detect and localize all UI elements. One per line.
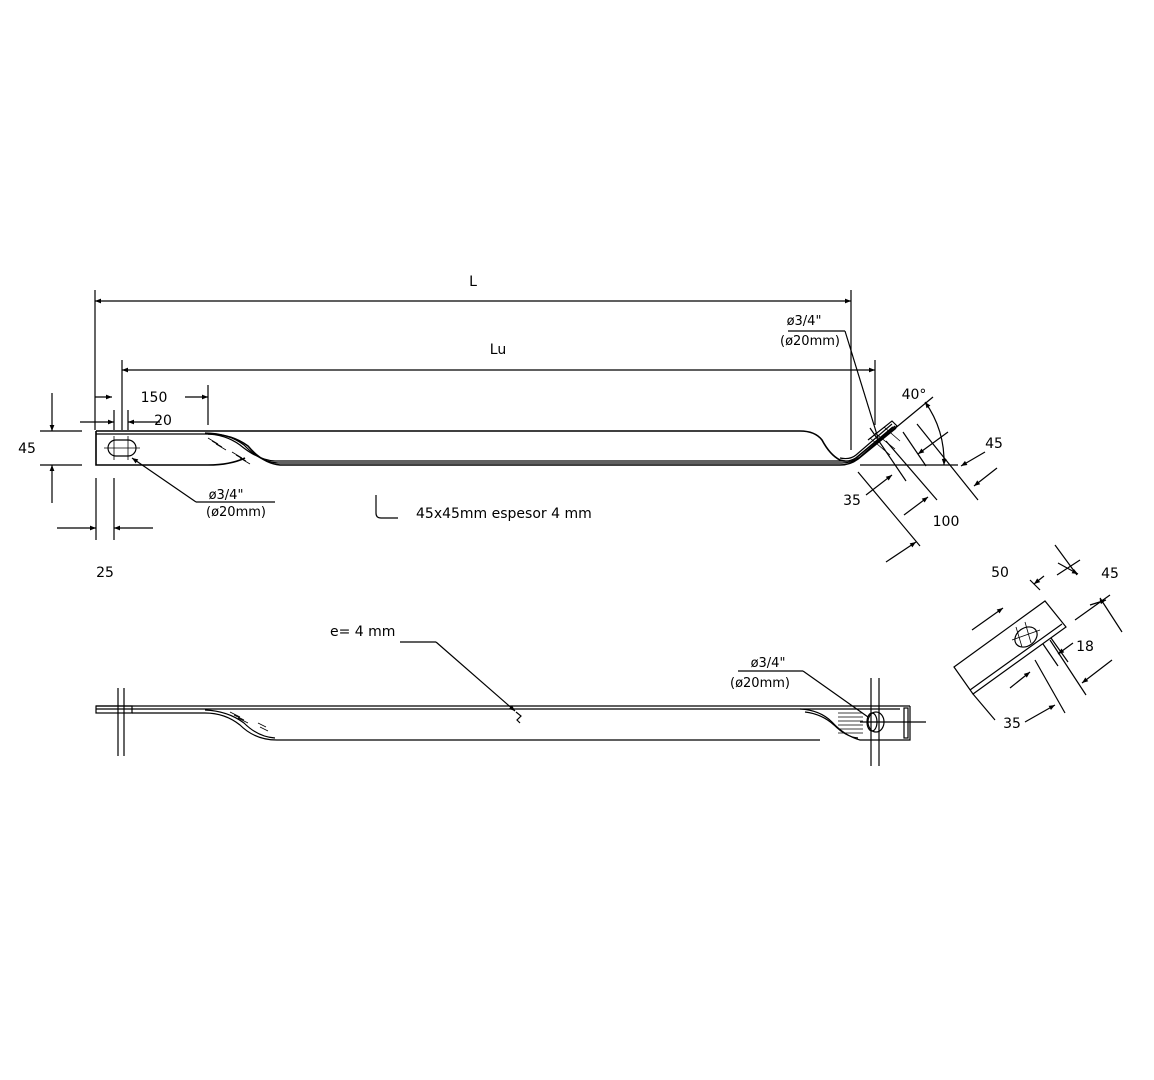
profile-note-text: 45x45mm espesor 4 mm [416, 506, 592, 522]
end-35-label: 35 [1003, 716, 1021, 732]
angle-profile-icon [375, 495, 398, 519]
left-hole-mm-label: (ø20mm) [206, 505, 266, 520]
dim-150-label: 150 [141, 390, 168, 406]
dim-20-label: 20 [154, 413, 172, 429]
dimension-20: 20 [80, 410, 172, 430]
dimension-Lu: Lu [121, 342, 876, 430]
dimension-150: 150 [95, 385, 209, 425]
right-hole-mm-label: (ø20mm) [780, 334, 840, 349]
side-hole [866, 711, 885, 733]
dim-Lu-label: Lu [490, 342, 506, 358]
side-bar-outline [95, 705, 926, 741]
dimension-L: L [94, 274, 852, 450]
dim-L-label: L [469, 274, 477, 290]
dim-25-label: 25 [96, 565, 114, 581]
side-view: e= 4 mm ø3/4" (ø20mm) [95, 624, 926, 766]
end-dim-18: 18 [1009, 637, 1094, 689]
dimension-25: 25 [57, 478, 153, 581]
bend-dimensions: 40° 45 35 100 [843, 387, 1003, 563]
side-hole-mm-label: (ø20mm) [730, 676, 790, 691]
end-dim-35: 35 [971, 607, 1066, 732]
profile-note: 45x45mm espesor 4 mm [375, 495, 592, 522]
bend-100-label: 100 [933, 514, 960, 530]
left-slot-hole [104, 436, 140, 460]
top-view: L Lu 150 20 45 [18, 274, 1003, 581]
left-hole-size-label: ø3/4" [209, 488, 244, 503]
left-hole-leader: ø3/4" (ø20mm) [131, 457, 275, 520]
side-hole-leader: ø3/4" (ø20mm) [730, 656, 869, 718]
dim-45-height-label: 45 [18, 441, 36, 457]
side-hole-size-label: ø3/4" [751, 656, 786, 671]
side-centerlines [117, 678, 880, 766]
end-45-label: 45 [1101, 566, 1119, 582]
right-hole-leader: ø3/4" (ø20mm) [780, 314, 879, 439]
end-plate-outline [953, 600, 1067, 695]
end-50-label: 50 [991, 565, 1009, 581]
bend-45-label: 45 [985, 436, 1003, 452]
end-dim-50: 50 [991, 544, 1081, 591]
bend-angle-label: 40° [902, 387, 927, 403]
dimension-45-height: 45 [18, 393, 82, 503]
end-detail-view: 50 45 18 35 [953, 544, 1123, 732]
thickness-note-text: e= 4 mm [330, 624, 395, 640]
end-dim-45: 45 [1049, 566, 1123, 696]
right-hole-size-label: ø3/4" [787, 314, 822, 329]
end-18-label: 18 [1076, 639, 1094, 655]
bar-top-outline [95, 420, 901, 466]
thickness-note: e= 4 mm [330, 624, 522, 724]
bend-35-label: 35 [843, 493, 861, 509]
